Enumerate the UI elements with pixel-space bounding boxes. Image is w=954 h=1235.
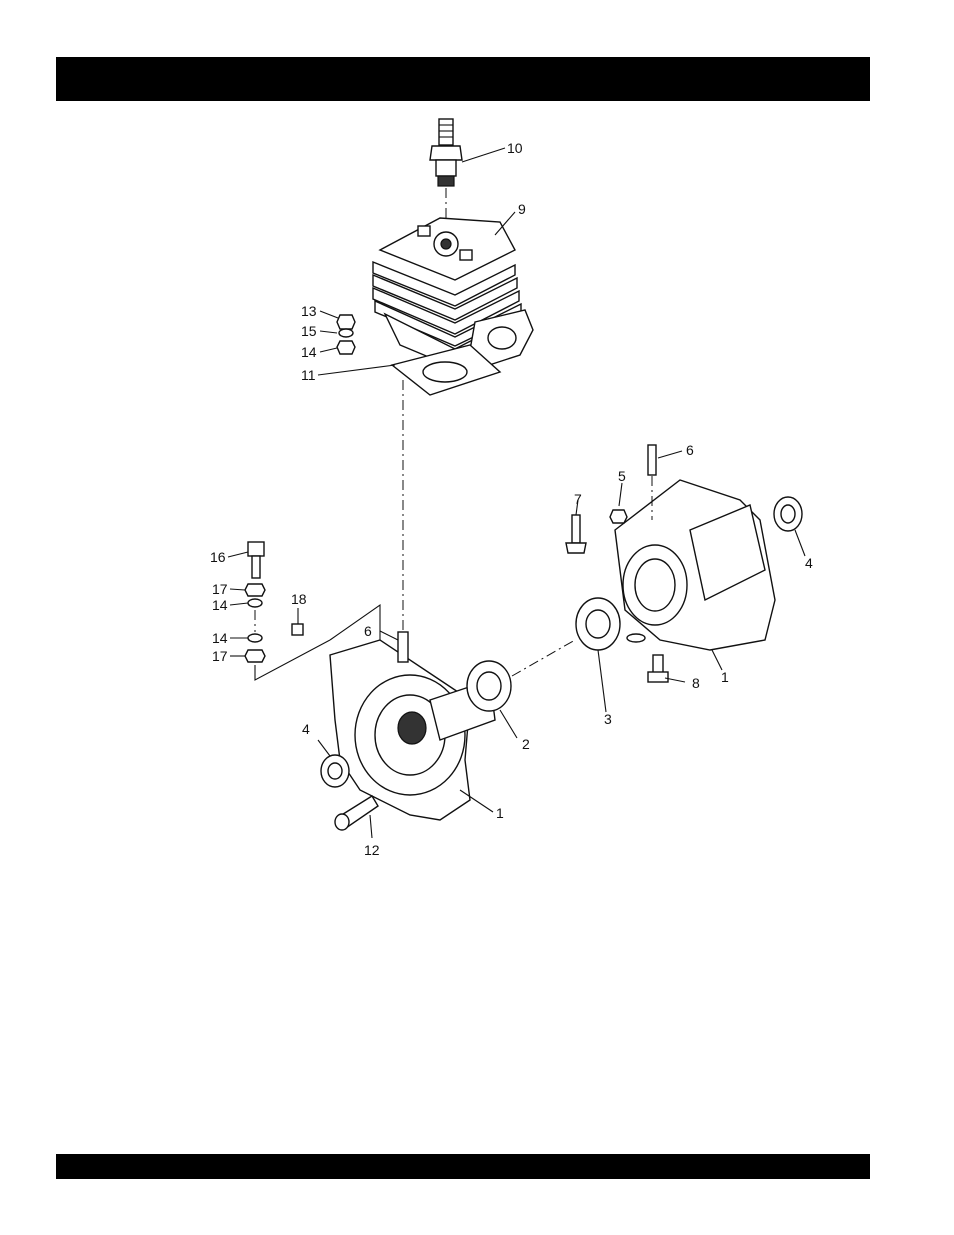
callout-1: 1	[721, 669, 729, 685]
crankcase-right-half	[615, 480, 775, 650]
plug-7	[566, 515, 586, 553]
callout-5: 5	[618, 468, 626, 484]
callout-16: 16	[210, 549, 226, 565]
callout-4: 4	[805, 555, 813, 571]
callout-12: 12	[364, 842, 380, 858]
callout-9: 9	[518, 201, 526, 217]
fitting-8	[648, 655, 668, 682]
callout-8: 8	[692, 675, 700, 691]
callout-7: 7	[574, 491, 582, 507]
callout-17: 17	[212, 648, 228, 664]
oil-seal-left	[321, 755, 349, 787]
callout-14: 14	[301, 344, 317, 360]
cylinder	[373, 218, 533, 368]
callout-2: 2	[522, 736, 530, 752]
nut-washer-stack-upper	[337, 315, 355, 354]
callout-18: 18	[291, 591, 307, 607]
callout-6: 6	[364, 623, 372, 639]
clip-18	[292, 624, 303, 635]
nut-5	[610, 510, 627, 523]
callout-1: 1	[496, 805, 504, 821]
callout-4: 4	[302, 721, 310, 737]
callout-13: 13	[301, 303, 317, 319]
footer-bar	[56, 1154, 870, 1179]
callout-14: 14	[212, 630, 228, 646]
callout-14: 14	[212, 597, 228, 613]
crankcase-left-half	[330, 632, 495, 820]
callout-15: 15	[301, 323, 317, 339]
callout-17: 17	[212, 581, 228, 597]
callout-3: 3	[604, 711, 612, 727]
dowel-pin	[627, 634, 645, 642]
oil-seal-right	[774, 497, 802, 531]
callout-11: 11	[301, 367, 316, 383]
callout-10: 10	[507, 140, 523, 156]
bolt-12	[335, 796, 378, 830]
callout-6: 6	[686, 442, 694, 458]
spark-plug	[430, 119, 462, 186]
bearing-3	[576, 598, 620, 650]
bearing-2	[467, 661, 511, 711]
